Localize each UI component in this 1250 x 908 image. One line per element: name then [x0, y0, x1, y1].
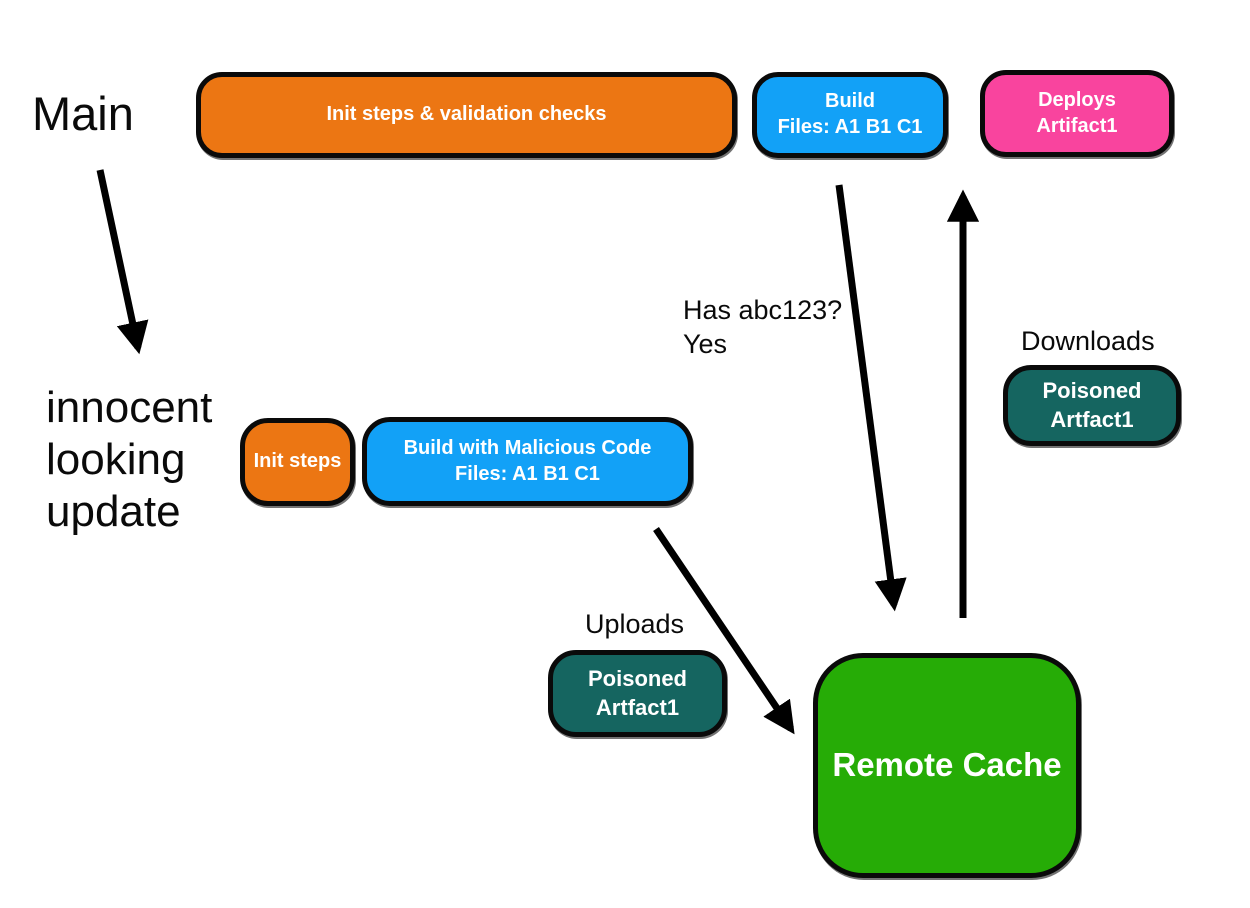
node-remote-cache: Remote Cache	[813, 653, 1081, 878]
node-poisoned-upload: Poisoned Artfact1	[548, 650, 727, 737]
has-hash-annotation: Has abc123? Yes	[683, 295, 843, 359]
arrow-main-to-update	[96, 169, 149, 355]
node-poisoned-download: Poisoned Artfact1	[1003, 365, 1181, 446]
node-build-main: Build Files: A1 B1 C1	[752, 72, 948, 158]
node-deploys-artifact: Deploys Artifact1	[980, 70, 1174, 157]
arrow-build-to-cache	[835, 184, 907, 612]
main-branch-label: Main	[32, 87, 134, 140]
node-init-validation: Init steps & validation checks	[196, 72, 737, 158]
innocent-update-label: innocent looking update	[46, 383, 213, 536]
uploads-annotation: Uploads	[585, 609, 685, 639]
node-build-malicious: Build with Malicious Code Files: A1 B1 C…	[362, 417, 693, 506]
node-init-steps: Init steps	[240, 418, 355, 506]
downloads-annotation: Downloads	[1021, 326, 1155, 356]
